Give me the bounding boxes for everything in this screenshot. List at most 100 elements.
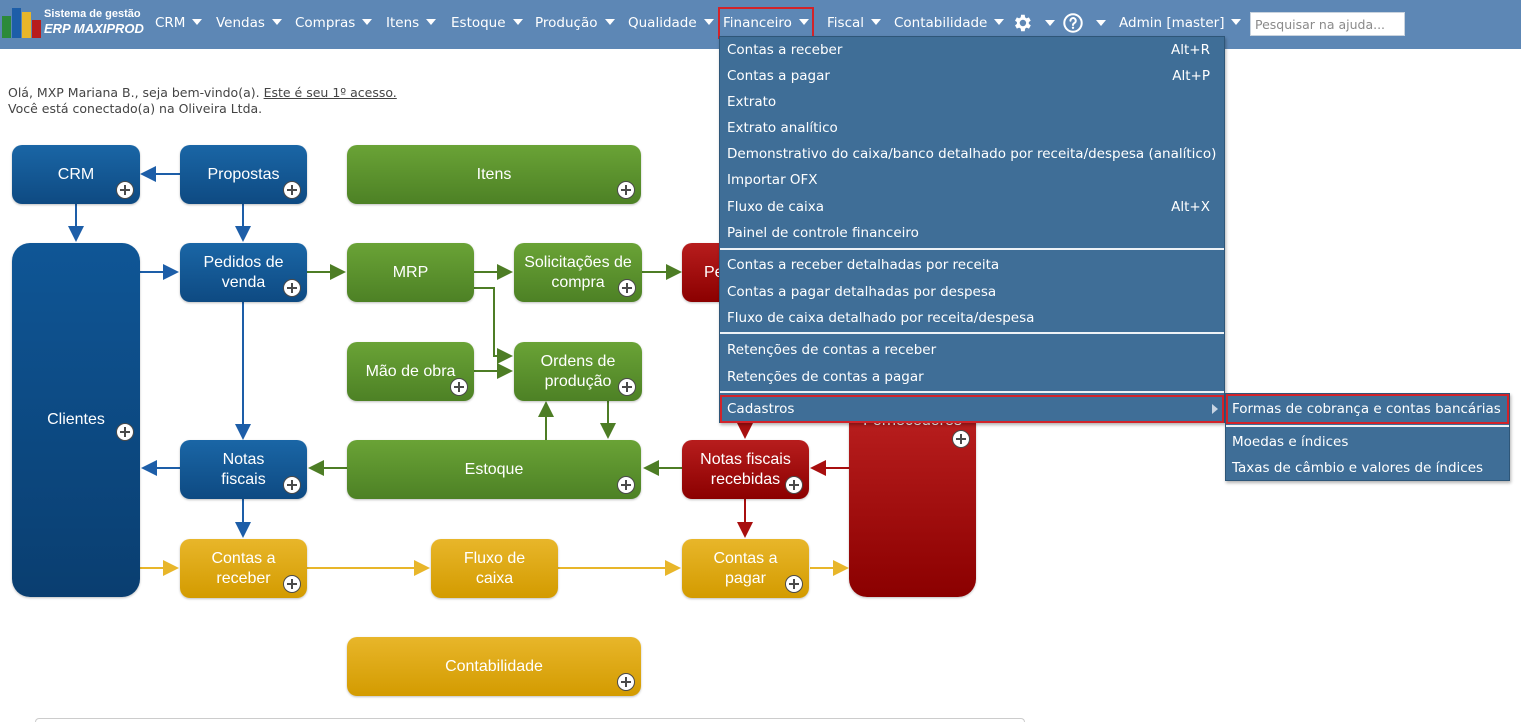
node-label: Estoque <box>464 460 524 478</box>
node-contabilidade[interactable]: Contabilidade <box>347 637 641 696</box>
first-access-link[interactable]: Este é seu 1º acesso. <box>263 85 397 100</box>
shortcut-label: Alt+P <box>1172 68 1210 84</box>
menu-item-contas-pagar-detalhadas[interactable]: Contas a pagar detalhadas por despesa <box>720 279 1224 305</box>
plus-icon[interactable] <box>116 181 134 199</box>
node-label: Clientes <box>47 411 105 428</box>
welcome-line-2: Você está conectado(a) na Oliveira Ltda. <box>8 101 263 116</box>
node-contas-receber[interactable]: Contas a receber <box>180 539 307 598</box>
node-ordens-producao[interactable]: Ordens de produção <box>514 342 642 401</box>
menu-label: Itens <box>386 15 420 31</box>
submenu-item-formas-cobranca[interactable]: Formas de cobrança e contas bancárias <box>1226 394 1509 424</box>
plus-icon[interactable] <box>283 181 301 199</box>
welcome-message: Olá, MXP Mariana B., seja bem-vindo(a). … <box>8 85 397 117</box>
node-label: Solicitações de compra <box>524 253 632 291</box>
node-contas-pagar[interactable]: Contas a pagar <box>682 539 809 598</box>
plus-icon[interactable] <box>785 575 803 593</box>
plus-icon[interactable] <box>617 181 635 199</box>
node-mao-de-obra[interactable]: Mão de obra <box>347 342 474 401</box>
plus-icon[interactable] <box>617 673 635 691</box>
menu-vendas[interactable]: Vendas <box>216 9 282 37</box>
menu-label: Financeiro <box>723 15 792 31</box>
menu-item-painel-controle[interactable]: Painel de controle financeiro <box>720 220 1224 246</box>
menu-financeiro[interactable]: Financeiro <box>718 7 814 39</box>
menu-item-retencoes-pagar[interactable]: Retenções de contas a pagar <box>720 364 1224 390</box>
menu-item-demonstrativo[interactable]: Demonstrativo do caixa/banco detalhado p… <box>720 141 1224 167</box>
menu-separator <box>720 332 1224 334</box>
plus-icon[interactable] <box>283 476 301 494</box>
menu-crm[interactable]: CRM <box>155 9 203 37</box>
node-clientes[interactable]: Clientes <box>12 243 140 597</box>
caret-down-icon[interactable] <box>1096 20 1106 26</box>
menu-qualidade[interactable]: Qualidade <box>628 9 714 37</box>
menu-separator <box>1226 425 1509 427</box>
plus-icon[interactable] <box>450 378 468 396</box>
menu-admin[interactable]: Admin [master] <box>1119 9 1242 37</box>
menu-item-fluxo-caixa-detalhado[interactable]: Fluxo de caixa detalhado por receita/des… <box>720 305 1224 331</box>
plus-icon[interactable] <box>952 430 970 448</box>
node-label: Contas a pagar <box>713 549 778 587</box>
node-label: Fluxo de caixa <box>463 549 526 587</box>
node-pedidos-venda[interactable]: Pedidos de venda <box>180 243 307 302</box>
submenu-arrow-icon <box>1212 404 1218 414</box>
menu-estoque[interactable]: Estoque <box>451 9 523 37</box>
menu-item-contas-receber-detalhadas[interactable]: Contas a receber detalhadas por receita <box>720 252 1224 278</box>
shortcut-label: Alt+X <box>1171 199 1210 215</box>
node-fluxo-caixa[interactable]: Fluxo de caixa <box>431 539 558 598</box>
plus-icon[interactable] <box>283 575 301 593</box>
menu-itens[interactable]: Itens <box>386 9 437 37</box>
menu-item-label: Contas a receber detalhadas por receita <box>727 257 1000 273</box>
node-label: Itens <box>476 165 512 183</box>
node-label: Ordens de produção <box>540 352 616 390</box>
plus-icon[interactable] <box>618 378 636 396</box>
help-icon[interactable] <box>1062 12 1084 34</box>
menu-compras[interactable]: Compras <box>295 9 373 37</box>
node-propostas[interactable]: Propostas <box>180 145 307 204</box>
logo-icon <box>2 8 42 38</box>
submenu-item-taxas-cambio[interactable]: Taxas de câmbio e valores de índices <box>1226 455 1509 481</box>
menu-item-extrato[interactable]: Extrato <box>720 89 1224 115</box>
node-label: Contas a receber <box>211 549 276 587</box>
node-notas-fiscais[interactable]: Notas fiscais <box>180 440 307 499</box>
plus-icon[interactable] <box>116 423 134 441</box>
menu-separator <box>720 248 1224 250</box>
node-notas-fiscais-recebidas[interactable]: Notas fiscais recebidas <box>682 440 809 499</box>
plus-icon[interactable] <box>618 279 636 297</box>
welcome-greeting: Olá, MXP Mariana B., seja bem-vindo(a). <box>8 85 264 100</box>
submenu-item-moedas-indices[interactable]: Moedas e índices <box>1226 429 1509 455</box>
plus-icon[interactable] <box>785 476 803 494</box>
plus-icon[interactable] <box>617 476 635 494</box>
gear-icon[interactable] <box>1011 12 1033 34</box>
shortcut-label: Alt+R <box>1171 42 1210 58</box>
caret-down-icon[interactable] <box>1045 20 1055 26</box>
node-pedidos-compra[interactable]: Pe... <box>682 243 722 302</box>
help-search-input[interactable] <box>1250 12 1405 36</box>
node-estoque[interactable]: Estoque <box>347 440 641 499</box>
menu-item-cadastros[interactable]: Cadastros <box>720 395 1224 423</box>
node-label: Pe... <box>704 263 722 281</box>
node-fornecedores[interactable]: Fornecedores <box>849 422 976 597</box>
node-mrp[interactable]: MRP <box>347 243 474 302</box>
plus-icon[interactable] <box>283 279 301 297</box>
menu-item-extrato-analitico[interactable]: Extrato analítico <box>720 115 1224 141</box>
caret-down-icon <box>1231 19 1242 25</box>
node-solicitacoes-compra[interactable]: Solicitações de compra <box>514 243 642 302</box>
node-label: Notas fiscais <box>221 450 266 488</box>
menu-producao[interactable]: Produção <box>535 9 615 37</box>
caret-down-icon <box>798 19 809 25</box>
app-logo[interactable]: Sistema de gestão ERP MAXIPROD <box>2 6 144 40</box>
menu-item-importar-ofx[interactable]: Importar OFX <box>720 167 1224 193</box>
menu-item-label: Formas de cobrança e contas bancárias <box>1232 401 1501 417</box>
menu-item-retencoes-receber[interactable]: Retenções de contas a receber <box>720 337 1224 363</box>
node-label: Contabilidade <box>445 657 543 675</box>
menu-fiscal[interactable]: Fiscal <box>827 9 882 37</box>
menu-contabilidade[interactable]: Contabilidade <box>894 9 1005 37</box>
menu-item-label: Contas a pagar detalhadas por despesa <box>727 284 997 300</box>
node-crm[interactable]: CRM <box>12 145 140 204</box>
gear-icon-svg <box>1015 14 1031 32</box>
node-itens[interactable]: Itens <box>347 145 641 204</box>
caret-down-icon <box>604 19 615 25</box>
